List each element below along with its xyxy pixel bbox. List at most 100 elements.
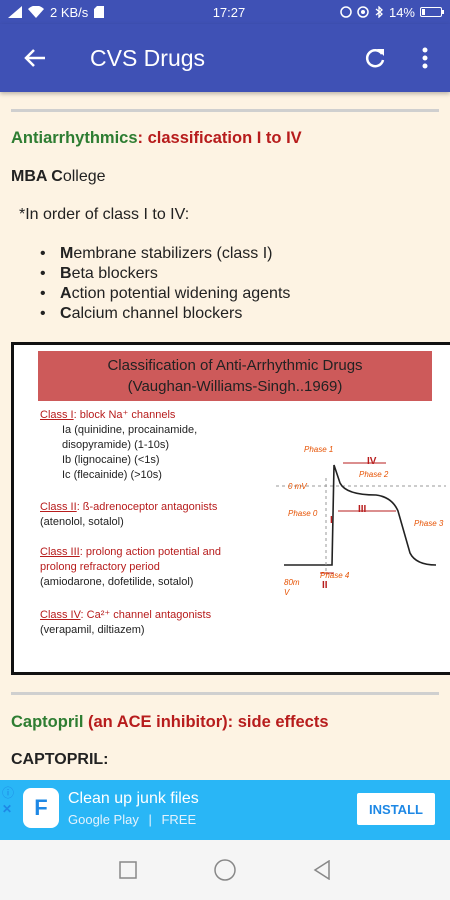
battery-level [422,9,425,15]
class1-line: Ib (lignocaine) (<1s) [62,454,160,466]
square-icon [119,861,138,879]
arrow-back-icon [24,49,45,67]
phase3-label: Phase 3 [414,519,444,528]
mnemonic-list: Membrane stabilizers (class I)Beta block… [40,244,290,324]
class4-label: Class IV [40,609,81,621]
classification-figure: Classification of Anti-Arrhythmic Drugs … [11,342,450,675]
app-logo-icon[interactable]: F [23,788,59,828]
bluetooth-icon [375,6,383,18]
class1-block: Class I: block Na⁺ channels Ia (quinidin… [40,408,197,483]
figure-title-line2: (Vaughan-Williams-Singh..1969) [127,378,343,395]
class2-desc: : ß-adrenoceptor antagonists [76,501,218,513]
rest-mv-label: 80m [284,578,300,587]
list-item-initial: M [60,245,74,262]
list-item-text: eta blockers [71,265,158,282]
phase4-label: Phase 4 [320,571,350,580]
install-button[interactable]: INSTALL [357,793,435,825]
recents-button[interactable] [108,850,148,890]
heading-qualifier: (an ACE inhibitor) [83,713,228,731]
zero-mv-label: 0 mV [288,482,307,491]
status-time: 17:27 [212,4,246,20]
phase0-label: Phase 0 [288,509,318,518]
rest-mv-unit: V [284,588,290,597]
more-vert-icon [422,47,428,69]
refresh-button[interactable] [350,24,400,92]
figure-title-line1: Classification of Anti-Arrhythmic Drugs [107,357,363,374]
status-left: 2 KB/s [8,5,178,20]
refresh-icon [365,49,385,68]
list-item-text: ction potential widening agents [71,285,291,302]
circle-icon [214,859,236,881]
heading-term: Captopril [11,713,84,731]
class1-line: Ia (quinidine, procainamide, [62,424,198,436]
class-marker-3: III [358,504,367,515]
battery-percent: 14% [388,4,415,20]
ad-separator: | [148,812,152,827]
class1-label: Class I [40,409,74,421]
class4-line: (verapamil, diltiazem) [40,624,145,636]
status-right: 14% [340,4,444,20]
app-bar: CVS Drugs [0,24,450,92]
ad-banner[interactable]: ⓘ ✕ F Clean up junk files Google Play | … [0,780,450,840]
ad-info-icon[interactable]: ⓘ [2,786,15,800]
class1-line: Ic (flecainide) (>10s) [62,469,162,481]
captopril-subheading: CAPTOPRIL: [11,751,109,768]
heading-separator: : [137,129,148,147]
class2-block: Class II: ß-adrenoceptor antagonists (at… [40,500,217,530]
back-nav-button[interactable] [302,850,342,890]
ad-title[interactable]: Clean up junk files [68,790,199,807]
class-marker-1: I [330,515,333,526]
class2-label: Class II [40,501,77,513]
class3-label: Class III [40,546,80,558]
section-heading-antiarrhythmics: Antiarrhythmics: classification I to IV [11,129,302,148]
mnemonic-rest: ollege [62,168,106,185]
wifi-icon [28,6,44,18]
sd-card-icon [94,6,105,18]
heading-separator: : [227,713,238,731]
action-potential-diagram [276,462,446,574]
signal-icon [8,6,22,18]
heading-subtitle: classification I to IV [147,129,302,147]
class-marker-2: II [322,580,328,591]
list-item-initial: B [60,265,72,282]
battery-icon [420,7,444,17]
ad-subtitle: Google Play | FREE [68,812,196,827]
ad-price: FREE [161,812,197,827]
class-marker-4: IV [367,456,377,467]
class3-line: (amiodarone, dofetilide, sotalol) [40,576,194,588]
page-title: CVS Drugs [90,44,206,71]
divider [11,692,439,695]
ad-store: Google Play [68,812,139,827]
status-bar: 2 KB/s 17:27 14% [0,0,450,24]
list-item: Beta blockers [40,264,290,284]
section-heading-captopril: Captopril (an ACE inhibitor): side effec… [11,713,329,732]
system-nav-bar [0,840,450,900]
list-item-text: embrane stabilizers (class I) [73,245,273,262]
list-item: Membrane stabilizers (class I) [40,244,290,264]
heading-subtitle: side effects [237,713,329,731]
class4-block: Class IV: Ca²⁺ channel antagonists (vera… [40,608,211,638]
list-item-text: alcium channel blockers [71,305,243,322]
phase1-label: Phase 1 [304,445,334,454]
phase2-label: Phase 2 [359,470,389,479]
mnemonic: MBA College [11,168,106,186]
action-potential-curve [284,464,437,566]
list-item-initial: A [60,285,72,302]
class3-block: Class III: prolong action potential and … [40,545,221,590]
more-options-button[interactable] [400,24,450,92]
heading-term: Antiarrhythmics [11,129,138,147]
list-item: Calcium channel blockers [40,304,290,324]
triangle-back-icon [313,860,330,880]
article-content[interactable]: Antiarrhythmics: classification I to IV … [0,92,450,780]
back-button[interactable] [0,24,70,92]
class1-line: disopyramide) (1-10s) [62,439,169,451]
mnemonic-note: *In order of class I to IV: [19,206,190,223]
class4-desc: : Ca²⁺ channel antagonists [80,609,212,621]
class3-line: prolong refractory period [40,561,160,573]
alarm-icon [340,6,352,18]
data-saver-icon [357,6,369,18]
class2-line: (atenolol, sotalol) [40,516,124,528]
ad-close-icon[interactable]: ✕ [2,802,13,816]
class3-desc: : prolong action potential and [79,546,222,558]
home-button[interactable] [205,850,245,890]
